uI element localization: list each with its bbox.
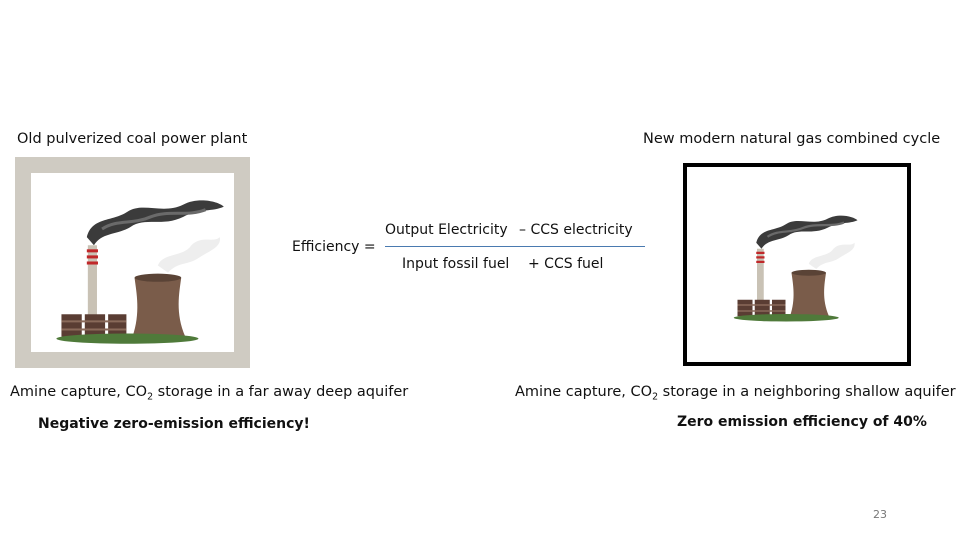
fraction-line bbox=[385, 246, 645, 247]
formula-denominator-b: + CCS fuel bbox=[528, 256, 604, 272]
right-caption: Amine capture, CO2 storage in a neighbor… bbox=[515, 384, 956, 402]
left-caption-subscript: 2 bbox=[147, 391, 154, 403]
right-result: Zero emission efficiency of 40% bbox=[677, 414, 927, 430]
left-caption-suffix: storage in a far away deep aquifer bbox=[153, 384, 409, 400]
coal-power-plant-image bbox=[56, 200, 224, 344]
right-plant-frame bbox=[683, 163, 911, 366]
formula-numerator-b: – CCS electricity bbox=[519, 222, 633, 238]
left-title: Old pulverized coal power plant bbox=[17, 131, 248, 147]
formula-lhs: Efficiency = bbox=[292, 239, 376, 255]
slide-number: 23 bbox=[873, 508, 887, 521]
right-title: New modern natural gas combined cycle bbox=[643, 131, 941, 147]
left-caption-prefix: Amine capture, CO bbox=[10, 384, 148, 400]
right-caption-subscript: 2 bbox=[652, 391, 659, 403]
gas-power-plant-image bbox=[733, 215, 858, 322]
left-plant-frame bbox=[15, 157, 250, 368]
left-caption: Amine capture, CO2 storage in a far away… bbox=[10, 384, 408, 402]
formula-numerator-a: Output Electricity bbox=[385, 222, 508, 238]
right-caption-prefix: Amine capture, CO bbox=[515, 384, 653, 400]
formula-denominator-a: Input fossil fuel bbox=[402, 256, 510, 272]
left-result: Negative zero-emission efficiency! bbox=[38, 416, 310, 432]
right-caption-suffix: storage in a neighboring shallow aquifer bbox=[658, 384, 956, 400]
